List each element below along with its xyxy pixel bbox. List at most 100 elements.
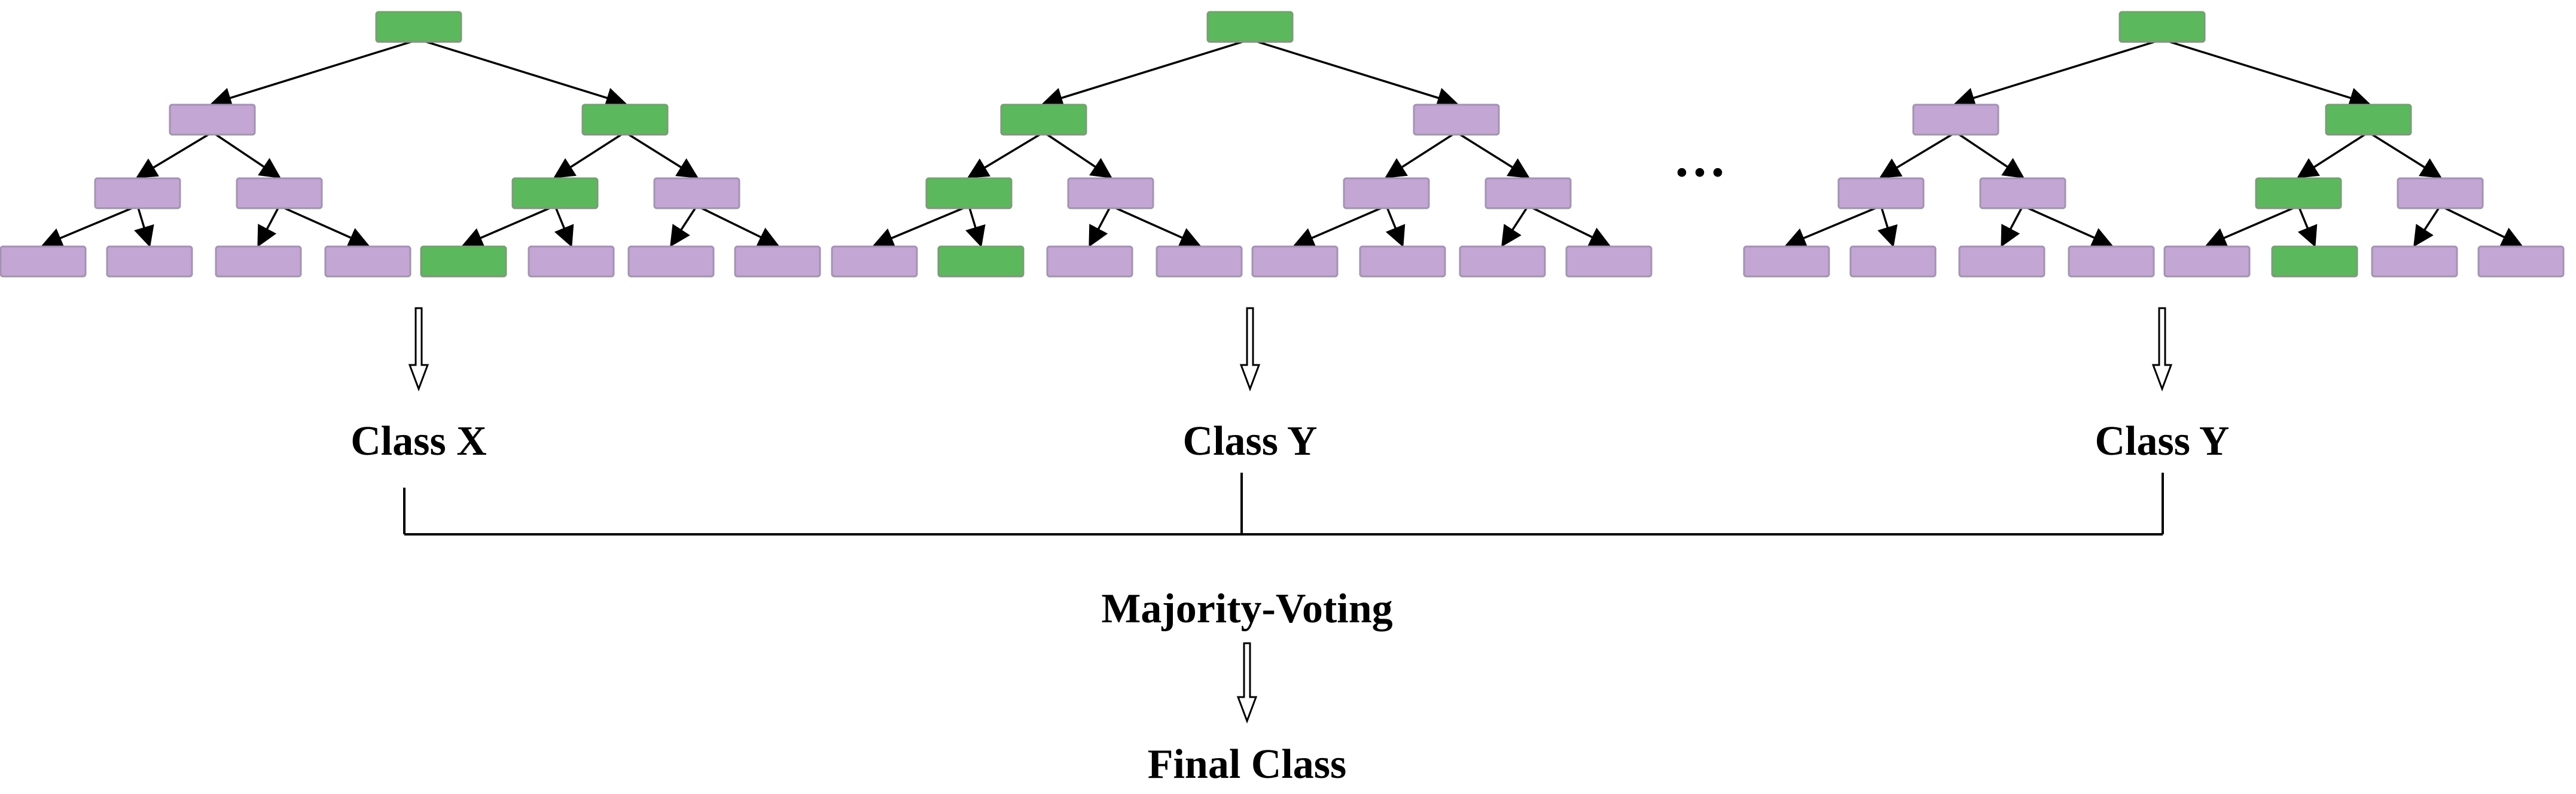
tree-1-node-RL-decision-path (511, 177, 599, 209)
tree-1-node-root-decision-path (375, 11, 462, 43)
tree-1-edge-LR-LRR (279, 205, 370, 248)
tree-1-node-LLL (0, 245, 87, 278)
final-arrow (1236, 642, 1258, 724)
tree-2-node-L-decision-path (1000, 104, 1087, 136)
tree-2-node-RLL (1251, 245, 1339, 278)
tree-n-edge-LL-LLL (1784, 205, 1882, 248)
trees-layer (0, 11, 2565, 278)
tree-1-edge-RR-RRR (696, 205, 780, 247)
tree-1-edge-RL-RLL (461, 205, 556, 248)
tree-1-edge-root-R (418, 38, 627, 108)
tree-n-edge-L-LL (1879, 131, 1956, 178)
final-output-label: Final Class (1148, 741, 1347, 787)
tree-1-node-L (169, 104, 256, 136)
tree-n-edge-root-R (2162, 38, 2371, 108)
tree-n-edge-R-RR (2368, 131, 2442, 178)
tree-n-node-L (1912, 104, 1999, 136)
tree-1-node-LLR (106, 245, 193, 278)
tree-2-node-LRR (1156, 245, 1243, 278)
tree-n-node-RL-decision-path (2255, 177, 2342, 209)
tree-2-edge-L-LL (967, 131, 1044, 178)
tree-2-node-R (1413, 104, 1500, 136)
tree-n (1743, 11, 2565, 278)
tree-1-edge-L-LL (135, 131, 213, 178)
tree-2-node-LLR-decision-path (937, 245, 1025, 278)
tree-2-edge-RR-RRR (1528, 205, 1611, 247)
tree-1-node-RR (653, 177, 740, 209)
tree-1-edge-LL-LLR (134, 205, 154, 248)
tree-n-node-R-decision-path (2325, 104, 2412, 136)
tree-2-edge-RL-RLR (1385, 205, 1406, 248)
tree-n-node-LRR (2068, 245, 2155, 278)
tree-2-edge-root-L (1041, 38, 1251, 108)
tree-1-node-RLL-decision-path (420, 245, 507, 278)
tree-2-node-LRL (1046, 245, 1133, 278)
tree-1-edge-R-RL (553, 131, 626, 178)
tree-1-edge-R-RR (624, 131, 699, 178)
tree-2-node-RRR (1565, 245, 1653, 278)
tree-2-edge-L-LR (1043, 131, 1112, 178)
tree-1-node-LRL (215, 245, 302, 278)
tree-1-node-LR (236, 177, 323, 209)
tree-n-edge-RR-RRL (2413, 205, 2441, 247)
tree-n-node-RLL (2163, 245, 2251, 278)
tree-n-edge-root-L (1953, 38, 2163, 108)
tree-2-prediction: Class Y (1183, 418, 1318, 464)
tree-2-edge-R-RL (1385, 131, 1457, 178)
tree-1-node-RRR (734, 245, 821, 278)
tree-n-prediction: Class Y (2095, 418, 2230, 464)
tree-2-edge-root-R (1249, 38, 1459, 108)
tree-n-node-RLR-decision-path (2271, 245, 2358, 278)
tree-n-edge-LR-LRR (2022, 205, 2114, 248)
aggregation-label: Majority-Voting (1101, 586, 1392, 632)
tree-1-edge-LL-LLL (41, 205, 138, 248)
tree-n-node-LRL (1958, 245, 2045, 278)
tree-2-node-LLL (831, 245, 918, 278)
tree-2-edge-R-RR (1456, 131, 1530, 178)
tree-2-node-root-decision-path (1206, 11, 1294, 43)
tree-2-edge-RR-RRL (1501, 205, 1529, 247)
tree-2-node-LR (1067, 177, 1154, 209)
tree-2-down-arrow (1239, 307, 1261, 392)
prediction-arrows (408, 307, 2173, 392)
tree-1-node-R-decision-path (581, 104, 669, 136)
tree-n-edge-LR-LRL (2001, 205, 2024, 248)
tree-n-edge-RL-RLL (2205, 205, 2299, 248)
tree-1-node-RLR (528, 245, 615, 278)
tree-n-node-RRR (2477, 245, 2565, 278)
tree-1-down-arrow (408, 307, 429, 392)
tree-2-node-RL (1343, 177, 1430, 209)
tree-n-node-root-decision-path (2118, 11, 2206, 43)
tree-1-prediction: Class X (350, 418, 487, 464)
tree-2-node-RR (1484, 177, 1572, 209)
tree-2-edge-LR-LRL (1089, 205, 1112, 248)
tree-n-node-RR (2397, 177, 2484, 209)
tree-1-node-LRR (324, 245, 411, 278)
tree-2-edge-RL-RLL (1292, 205, 1387, 248)
tree-2 (831, 11, 1653, 278)
more-trees-ellipsis: ··· (1673, 143, 1727, 202)
tree-2-edge-LL-LLL (872, 205, 970, 248)
tree-1-edge-L-LR (212, 131, 281, 178)
tree-1-node-RRL (627, 245, 715, 278)
tree-2-edge-LL-LLR (965, 205, 986, 248)
tree-2-node-RRL (1459, 245, 1546, 278)
tree-2-node-RLR (1359, 245, 1446, 278)
vote-bracket (403, 473, 2164, 536)
tree-1-edge-LR-LRL (257, 205, 281, 248)
tree-1-edge-RR-RRL (670, 205, 698, 247)
tree-1-edge-root-L (210, 38, 419, 108)
tree-n-down-arrow (2151, 307, 2173, 392)
final-down-arrow (1236, 642, 1258, 724)
tree-1 (0, 11, 821, 278)
tree-n-edge-RR-RRR (2440, 205, 2523, 247)
tree-n-edge-RL-RLR (2297, 205, 2318, 248)
tree-n-edge-R-RL (2297, 131, 2369, 178)
tree-n-edge-L-LR (1955, 131, 2025, 178)
tree-1-node-LL (94, 177, 181, 209)
tree-2-edge-LR-LRR (1110, 205, 1202, 248)
tree-n-node-LLR (1849, 245, 1937, 278)
tree-1-edge-RL-RLR (554, 205, 574, 248)
